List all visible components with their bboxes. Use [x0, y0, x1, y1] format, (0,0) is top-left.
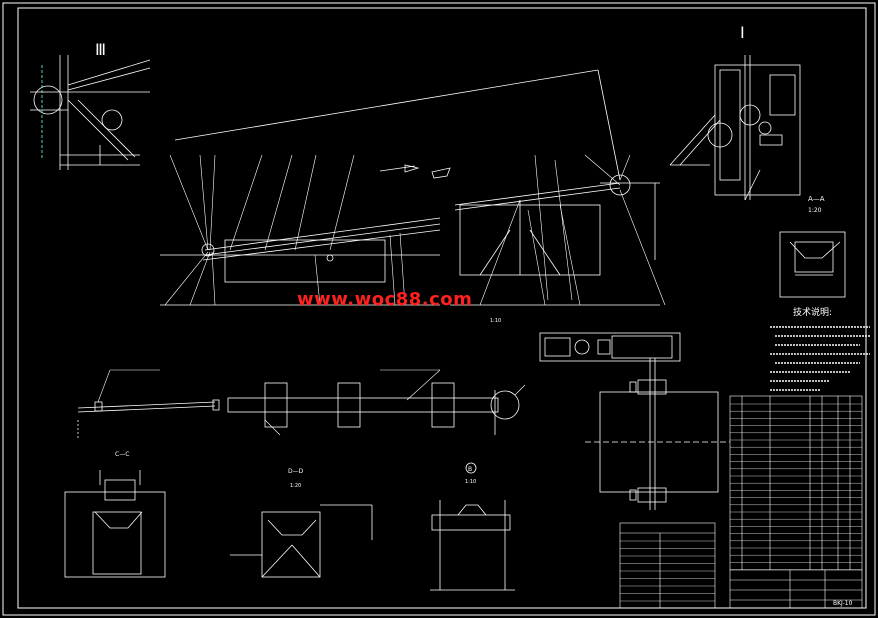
section-cc [64, 470, 166, 578]
title-block [730, 569, 862, 608]
watermark: www.woc88.com [297, 289, 473, 310]
notes-title: 技术说明: [793, 306, 832, 318]
parameters-table [619, 522, 716, 609]
section-dd [230, 504, 373, 578]
scale-label-10: 1:10 [490, 318, 501, 324]
parts-list-rows [730, 403, 862, 570]
conveyor-elevation-left [160, 69, 621, 306]
section-dd-label: D—D [288, 468, 304, 475]
leader-lines-left [164, 154, 406, 306]
drawing-number: BKJ-10 [833, 600, 853, 607]
belt-plan-view [77, 382, 520, 440]
drive-unit-plan [539, 332, 730, 510]
parameters-table-rows [620, 540, 715, 602]
detail-iii [30, 55, 151, 170]
section-b-marker [465, 462, 477, 474]
section-b-scale: 1:10 [465, 479, 476, 485]
section-b-label: B [468, 466, 472, 473]
section-aa-label: A—A [808, 195, 825, 203]
roman-label-i: Ⅰ [740, 23, 745, 42]
parts-list-table [729, 395, 863, 609]
section-b [430, 500, 515, 591]
notes-text-lines [770, 326, 870, 391]
section-aa-scale: 1:20 [808, 207, 822, 214]
section-aa [779, 231, 846, 298]
leader-lines-right [479, 154, 666, 306]
inner-frame [17, 7, 867, 609]
detail-i [669, 55, 801, 201]
section-dd-scale: 1:20 [290, 483, 301, 489]
belt-plan-leaders [97, 369, 526, 436]
conveyor-elevation-right [450, 174, 660, 306]
roman-label-iii: Ⅲ [95, 40, 106, 59]
section-cc-label: C—C [115, 451, 129, 458]
